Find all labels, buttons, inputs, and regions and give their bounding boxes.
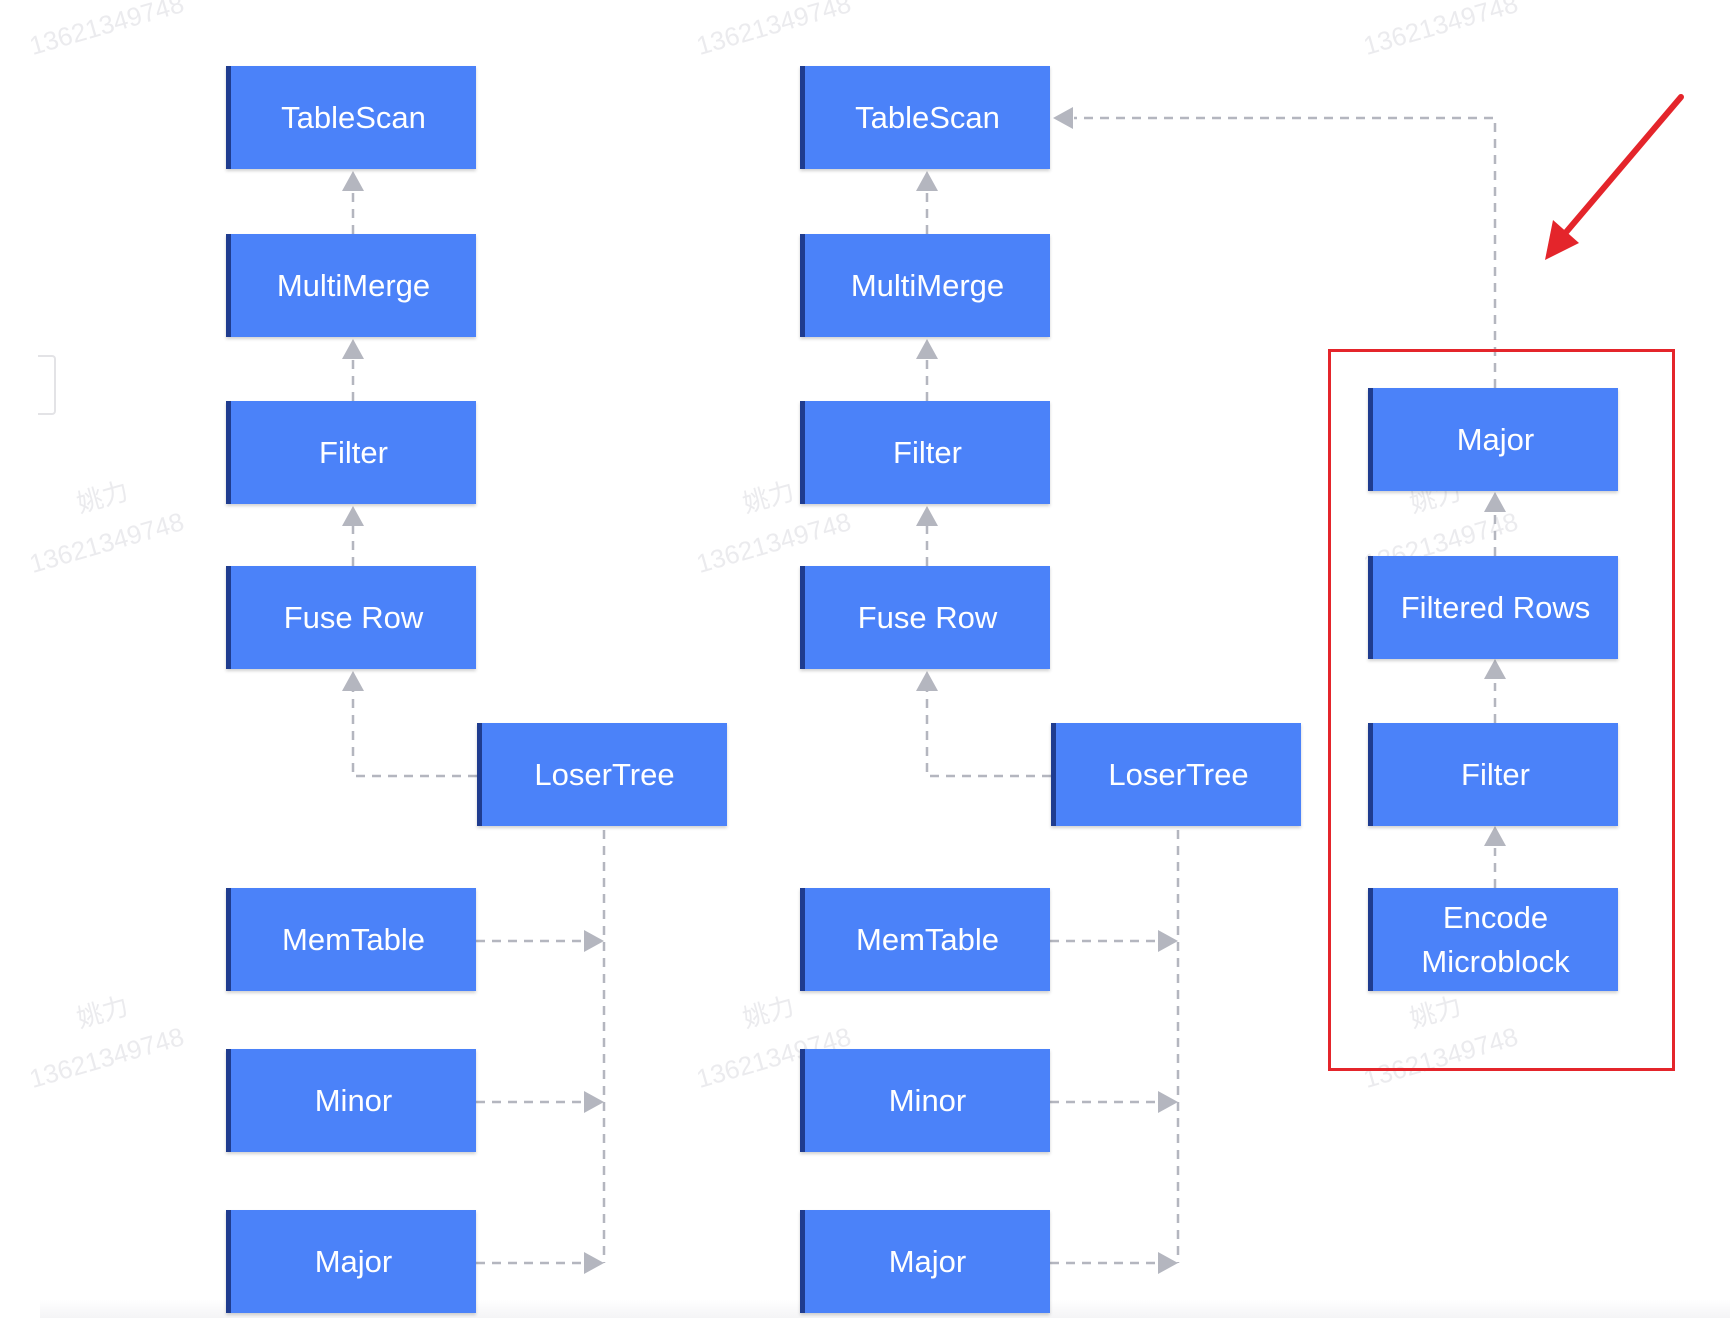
node-label: Filter — [893, 434, 962, 470]
connector-arrowhead — [1158, 1252, 1178, 1274]
connector-arrowhead — [916, 671, 938, 691]
node-m-minor[interactable]: Minor — [800, 1049, 1050, 1152]
node-label: Major — [314, 1243, 393, 1279]
node-r-filteredrows[interactable]: Filtered Rows — [1368, 556, 1618, 659]
connector-arrowhead — [1053, 107, 1073, 129]
node-label: Filtered Rows — [1400, 589, 1591, 625]
node-m-filter[interactable]: Filter — [800, 401, 1050, 504]
node-l-tablescan[interactable]: TableScan — [226, 66, 476, 169]
node-m-major[interactable]: Major — [800, 1210, 1050, 1313]
node-label: Major — [1456, 421, 1535, 457]
connector-arrowhead — [1484, 826, 1506, 846]
node-l-minor[interactable]: Minor — [226, 1049, 476, 1152]
node-l-fuserow[interactable]: Fuse Row — [226, 566, 476, 669]
node-label: TableScan — [855, 99, 1000, 135]
connector-line — [1074, 116, 1497, 388]
connector-arrowhead — [1484, 659, 1506, 679]
node-r-encode[interactable]: Encode Microblock — [1368, 888, 1618, 991]
node-label: Minor — [888, 1082, 967, 1118]
node-l-losertree[interactable]: LoserTree — [477, 723, 727, 826]
node-label: TableScan — [281, 99, 426, 135]
connector-arrowhead — [342, 339, 364, 359]
node-label: MultiMerge — [850, 267, 1005, 303]
connector-arrowhead — [584, 930, 604, 952]
connector-arrowhead — [342, 171, 364, 191]
node-label: MultiMerge — [276, 267, 431, 303]
connector-line — [925, 691, 1051, 778]
connector-line — [351, 691, 477, 778]
node-label: Fuse Row — [283, 599, 424, 635]
connector-arrowhead — [342, 506, 364, 526]
node-label: Minor — [314, 1082, 393, 1118]
connector-arrowhead — [1158, 1091, 1178, 1113]
node-r-major[interactable]: Major — [1368, 388, 1618, 491]
node-m-memtable[interactable]: MemTable — [800, 888, 1050, 991]
connector-arrowhead — [916, 339, 938, 359]
node-l-memtable[interactable]: MemTable — [226, 888, 476, 991]
connector-arrowhead — [584, 1252, 604, 1274]
node-label: MemTable — [856, 921, 999, 957]
node-label: Filter — [319, 434, 388, 470]
node-r-filter[interactable]: Filter — [1368, 723, 1618, 826]
node-l-filter[interactable]: Filter — [226, 401, 476, 504]
connector-arrowhead — [916, 506, 938, 526]
node-label: Filter — [1461, 756, 1530, 792]
highlight-box — [1328, 349, 1675, 1071]
node-label: Encode Microblock — [1421, 899, 1570, 979]
connector-arrowhead — [342, 671, 364, 691]
connector-arrowhead — [584, 1091, 604, 1113]
node-l-multimerge[interactable]: MultiMerge — [226, 234, 476, 337]
connector-arrowhead — [916, 171, 938, 191]
node-m-losertree[interactable]: LoserTree — [1051, 723, 1301, 826]
node-label: Major — [888, 1243, 967, 1279]
connector-arrowhead — [1484, 492, 1506, 512]
node-m-multimerge[interactable]: MultiMerge — [800, 234, 1050, 337]
node-label: Fuse Row — [857, 599, 998, 635]
node-label: LoserTree — [1108, 756, 1249, 792]
node-l-major[interactable]: Major — [226, 1210, 476, 1313]
connector-arrowhead — [1158, 930, 1178, 952]
node-m-fuserow[interactable]: Fuse Row — [800, 566, 1050, 669]
side-panel-handle[interactable] — [38, 355, 56, 415]
node-label: MemTable — [282, 921, 425, 957]
node-m-tablescan[interactable]: TableScan — [800, 66, 1050, 169]
node-label: LoserTree — [534, 756, 675, 792]
